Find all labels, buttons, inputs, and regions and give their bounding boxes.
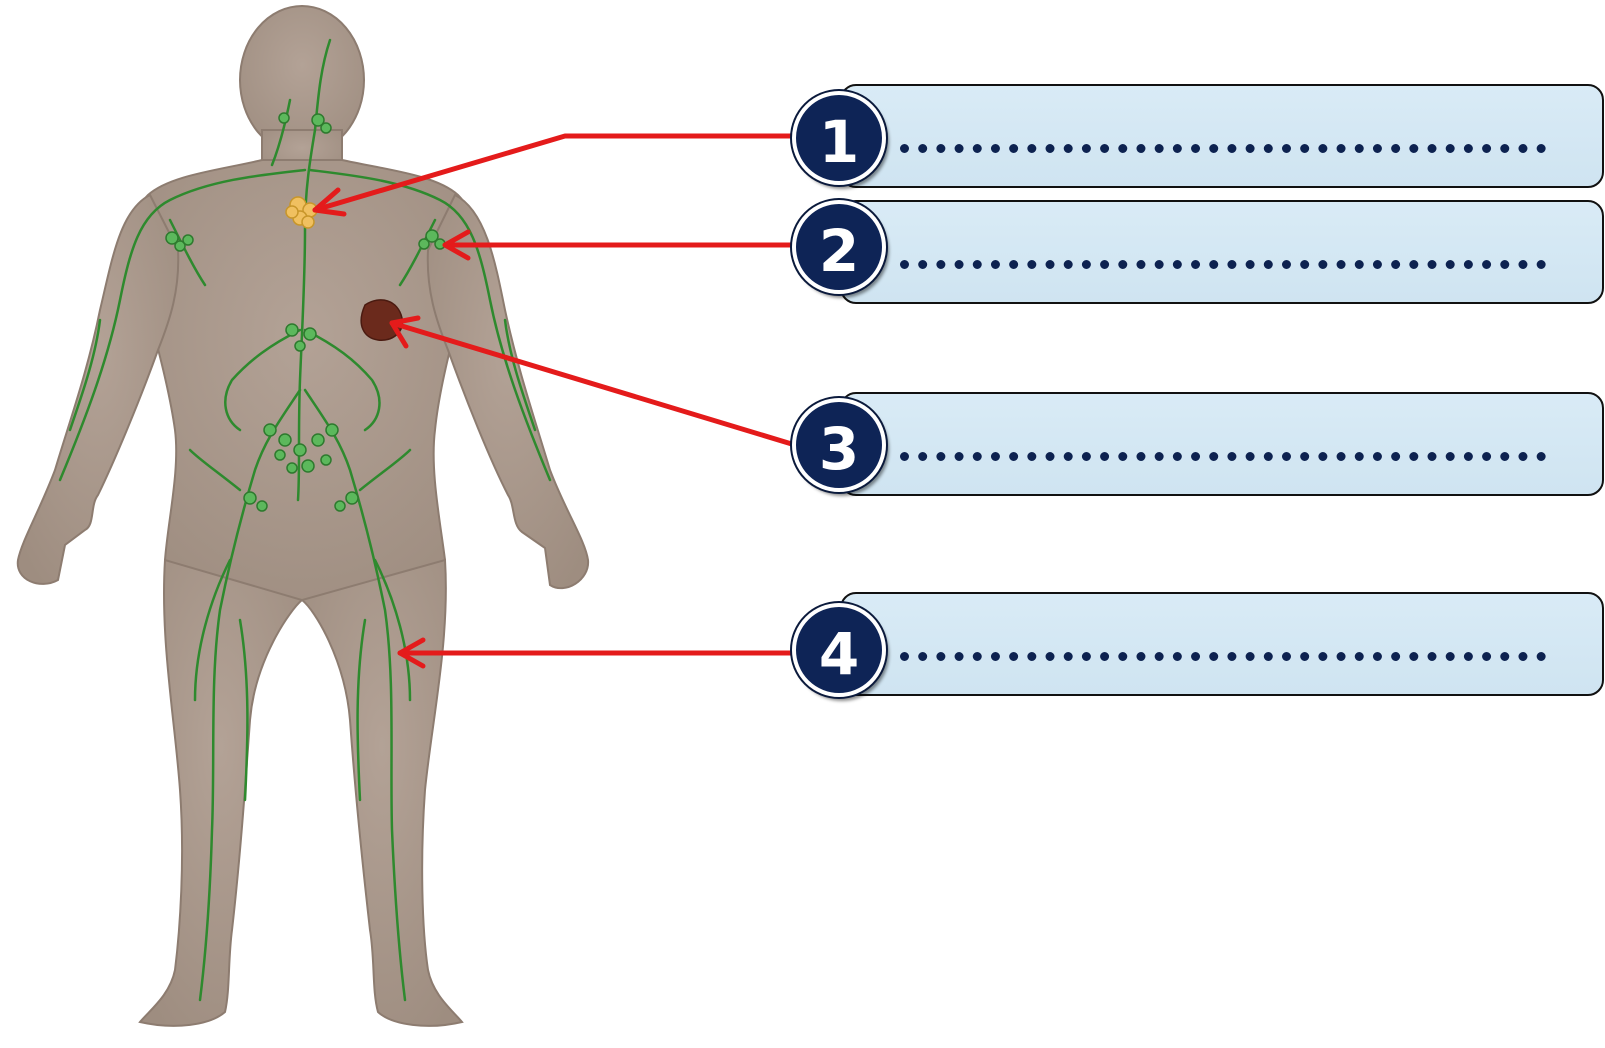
human-body [18, 6, 588, 1026]
left-arm [18, 195, 179, 584]
left-leg [140, 560, 302, 1026]
answer-dotted-line-1 [900, 144, 1546, 153]
arrow-3 [392, 323, 795, 445]
right-arm [428, 195, 588, 588]
number-badge-4: 4 [792, 603, 886, 697]
number-badge-2: 2 [792, 200, 886, 294]
answer-box-4[interactable] [840, 592, 1604, 696]
number-badge-3: 3 [792, 398, 886, 492]
answer-box-1[interactable] [840, 84, 1604, 188]
answer-dotted-line-2 [900, 260, 1546, 269]
right-leg [302, 560, 462, 1026]
answer-box-2[interactable] [840, 200, 1604, 304]
answer-dotted-line-4 [900, 652, 1546, 661]
number-badge-1: 1 [792, 91, 886, 185]
answer-box-3[interactable] [840, 392, 1604, 496]
answer-dotted-line-3 [900, 452, 1546, 461]
